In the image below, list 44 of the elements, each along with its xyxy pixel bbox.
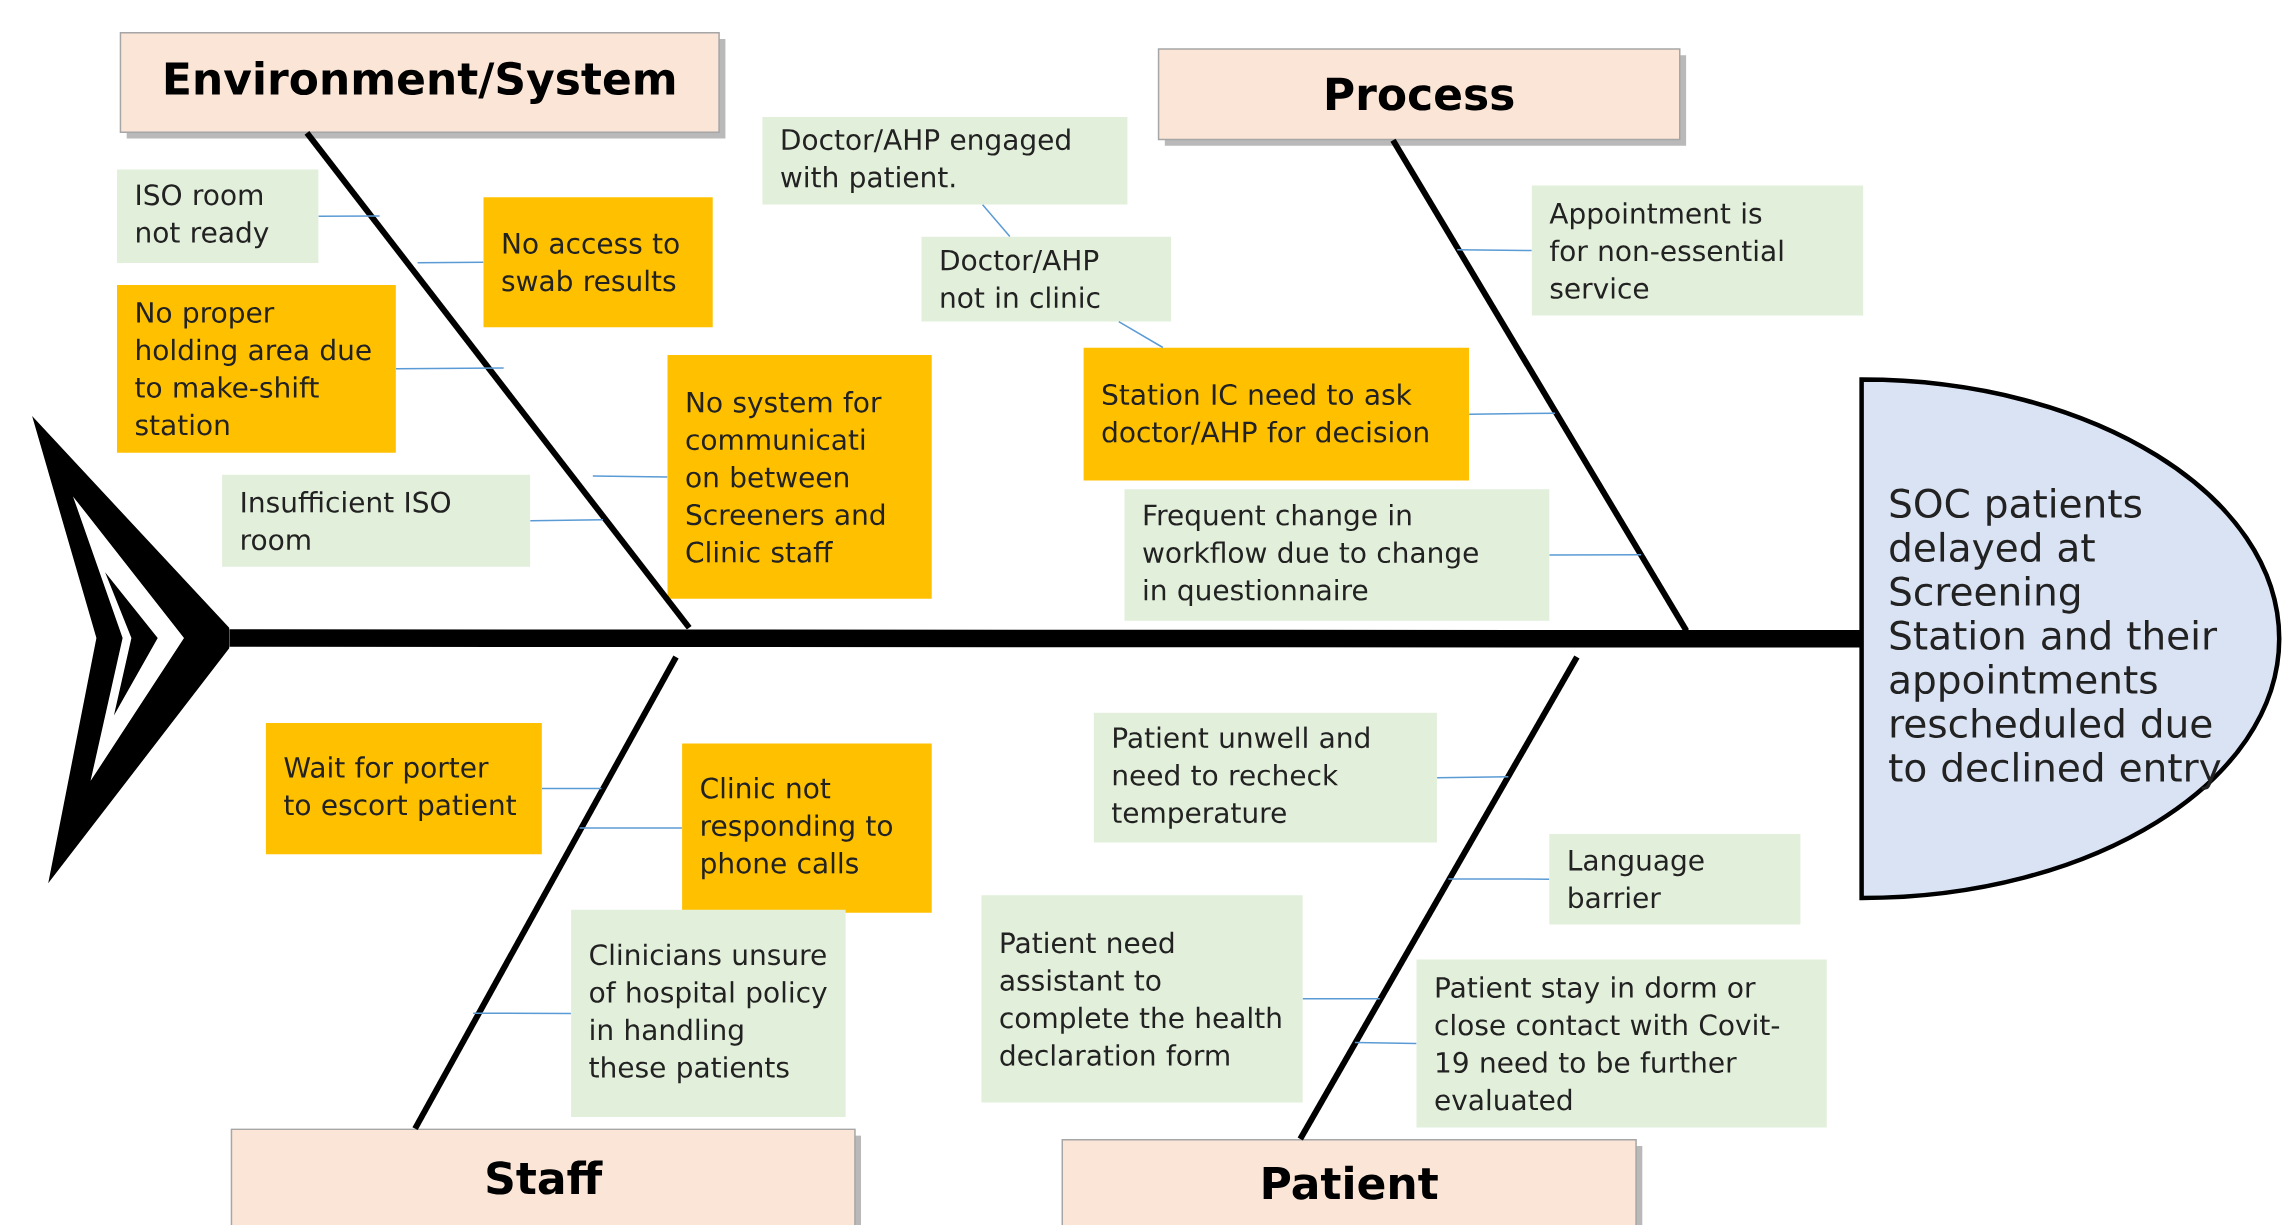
bone-line: [1297, 655, 1580, 1141]
cause-box: Clinic not responding to phone calls: [682, 743, 932, 913]
category-box: Patient: [1061, 1138, 1643, 1225]
leader-line: [578, 827, 683, 829]
cause-box: Doctor/AHP not in clinic: [921, 236, 1172, 322]
effect-head: SOC patients delayed at Screening Station and their appointments rescheduled due to declined entry: [1859, 377, 2282, 901]
leader-line: [1302, 997, 1381, 1000]
cause-box: No proper holding area due to make-shift station: [117, 284, 396, 453]
spine-line: [229, 629, 1862, 648]
leader-line: [529, 519, 604, 522]
leader-line: [1456, 248, 1533, 252]
category-box: Environment/System: [119, 32, 726, 139]
bone-line: [304, 131, 692, 630]
category-box: Process: [1157, 48, 1687, 146]
leader-line: [1436, 776, 1510, 779]
cause-box: No system for communicati on between Screeners and Clinic staff: [667, 355, 932, 599]
cause-box: Patient unwell and need to recheck temperature: [1093, 712, 1437, 843]
leader-line: [416, 261, 485, 264]
cause-box: Insufficient ISO room: [222, 474, 531, 567]
leader-line: [1447, 878, 1550, 880]
connector-line: [981, 204, 1011, 238]
cause-box: Station IC need to ask doctor/AHP for decision: [1083, 347, 1469, 481]
leader-line: [395, 367, 505, 370]
connector-line: [1118, 320, 1164, 349]
cause-box: Language barrier: [1549, 833, 1801, 925]
leader-line: [1468, 412, 1556, 415]
category-box: Staff: [230, 1128, 862, 1225]
leader-line: [592, 475, 669, 478]
cause-box: Frequent change in workflow due to change in questionnaire: [1124, 489, 1550, 621]
cause-box: Wait for porter to escort patient: [265, 722, 542, 855]
cause-box: Appointment is for non-essential service: [1531, 185, 1864, 316]
leader-line: [317, 215, 381, 218]
cause-box: Patient need assistant to complete the health declaration form: [981, 895, 1303, 1103]
cause-box: ISO room not ready: [117, 169, 319, 263]
bone-line: [1390, 138, 1689, 633]
leader-line: [472, 1012, 572, 1015]
cause-box: Patient stay in dorm or close contact with Covit-19 need to be further evaluated: [1416, 959, 1827, 1128]
cause-box: Clinicians unsure of hospital policy in handling these patients: [571, 909, 846, 1118]
cause-box: No access to swab results: [483, 197, 713, 328]
leader-line: [1354, 1041, 1418, 1045]
bone-line: [412, 655, 679, 1131]
leader-line: [541, 787, 603, 790]
cause-box: Doctor/AHP engaged with patient.: [762, 117, 1128, 205]
leader-line: [1548, 554, 1642, 556]
